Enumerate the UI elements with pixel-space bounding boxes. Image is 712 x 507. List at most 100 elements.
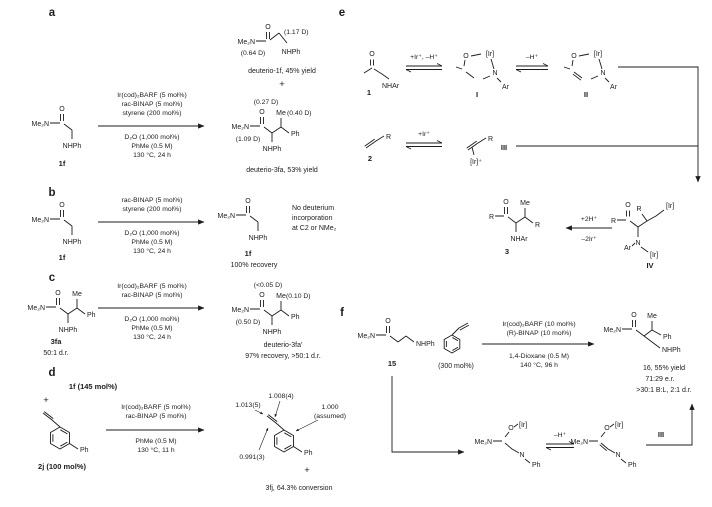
r-label: R [386, 134, 391, 141]
ph-label: Ph [291, 314, 300, 321]
condition-line: PhMe (0.5 M) [131, 239, 172, 246]
structure-intermediate-III: R [Ir]⁺ III [466, 136, 507, 166]
r-label: R [488, 136, 493, 143]
o-label: O [369, 51, 375, 58]
o-label: O [631, 312, 637, 319]
product-caption: 97% recovery, >50:1 d.r. [245, 353, 321, 360]
nme2-label: Me₂N [475, 439, 493, 446]
kie-pointer-arrow [258, 427, 269, 451]
me-label: Me [520, 200, 530, 207]
deuterium-value: (<0.05 D) [254, 282, 283, 289]
condition-line: D₂O (1,000 mol%) [124, 230, 179, 237]
structure-deuterio-3fa: (0.27 D) O Me₂N Me (0.40 D) Ph NHPh (1.0… [232, 99, 318, 174]
equilibrium-label: –H⁺ [526, 54, 539, 61]
structure-3fa-reactant-bonds [46, 298, 86, 323]
nme2-label: Me₂N [238, 39, 256, 46]
intermediate-code: IV [646, 261, 653, 270]
elbow-arrow-to-intermediate [391, 376, 465, 455]
condition-line: rac-BINAP (5 mol%) [121, 197, 182, 204]
o-label: O [55, 290, 61, 297]
nme2-label: Me₂N [571, 439, 589, 446]
condition-line: PhMe (0.5 M) [131, 325, 172, 332]
arrow-label-bottom: –2Ir⁺ [581, 236, 597, 243]
o-label: O [604, 425, 610, 432]
condition-line: styrene (200 mol%) [123, 206, 182, 213]
structure-species-2-bonds [364, 135, 385, 149]
styrene-amount: (300 mol%) [438, 363, 474, 370]
structure-15-bonds [376, 326, 415, 343]
ph-label: Ph [80, 447, 89, 454]
product-caption: 71:29 e.r. [645, 376, 674, 383]
kie-value: 1.008(4) [268, 393, 293, 400]
nme2-label: Me₂N [358, 333, 376, 340]
compound-code: 15 [388, 359, 396, 368]
condition-line: Ir(cod)₂BARF (5 mol%) [117, 283, 186, 290]
nhar-label: NHAr [510, 236, 528, 243]
compound-code: 2j (100 mol%) [38, 462, 86, 471]
compound-code: 1f [59, 159, 66, 168]
kie-value: 0.991(3) [239, 454, 264, 461]
n-label: N [492, 70, 497, 77]
condition-line: 130 °C, 24 h [133, 247, 171, 255]
structure-intermediate-a-bonds [493, 423, 531, 464]
equilibrium-label: +Ir⁺ [418, 131, 430, 138]
recovery-caption: 100% recovery [231, 262, 278, 269]
compound-code: 3fa [51, 337, 63, 346]
reactant-1f-amount: 1f (145 mol%) [69, 382, 118, 391]
panel-f: f O Me₂N NHPh 15 (300 mol%) Ir(cod)₂BARF… [340, 307, 695, 469]
condition-line: PhMe (0.5 M) [131, 143, 172, 150]
condition-line: rac-BINAP (5 mol%) [121, 292, 182, 299]
o-label: O [503, 199, 509, 206]
compound-code: 1f [59, 253, 66, 262]
nme2-label: Me₂N [232, 124, 250, 131]
o-label: O [59, 106, 65, 113]
structure-intermediate-IV: O R N Ar [Ir] R [Ir] IV [611, 202, 674, 270]
equilibrium-arrows [545, 441, 575, 451]
nhar-label: NHAr [382, 83, 400, 90]
me-label: Me [276, 110, 286, 117]
nme2-label: Me₂N [32, 217, 50, 224]
structure-intermediate-a: Me₂N O [Ir] N Ph [475, 422, 541, 469]
structure-1f-reactant: O Me₂N NHPh 1f [32, 106, 82, 168]
note-line: incorporation [292, 215, 333, 222]
r-label: R [489, 214, 494, 221]
structure-intermediate-I: O [Ir] N Ar I [455, 51, 510, 99]
nhph-label: NHPh [662, 347, 681, 354]
condition-line: (R)-BINAP (10 mol%) [507, 330, 572, 337]
structure-styrene: (300 mol%) [438, 322, 474, 370]
n-label: N [519, 452, 524, 459]
structure-1f-recovered-bonds [236, 206, 259, 231]
ir-label: [Ir] [519, 422, 527, 429]
structure-16-bonds [622, 320, 662, 349]
roman-numeral-III: III [658, 430, 664, 439]
product-caption: deuterio-1f, 45% yield [248, 68, 316, 75]
condition-line: 130 °C, 11 h [137, 446, 175, 454]
condition-line: 1,4-Dioxane (0.5 M) [509, 353, 569, 360]
nme2-label: Me₂N [232, 307, 250, 314]
structure-kie-styrene: Ph 1.013(5) 1.008(4) 0.991(3) 1.000 (ass… [235, 393, 346, 461]
n-label: N [615, 452, 620, 459]
intermediate-code: II [584, 90, 588, 99]
me-label: Me [72, 291, 82, 298]
elbow-arrow-to-product [646, 403, 695, 446]
kie-value: 1.013(5) [235, 402, 260, 409]
structure-deuterio-3fa-bonds [250, 117, 290, 142]
ph-label: Ph [532, 462, 541, 469]
equilibrium-label: +Ir⁺, –H⁺ [410, 54, 438, 61]
o-label: O [463, 53, 469, 60]
nhph-label: NHPh [263, 329, 282, 336]
panel-b-label: b [48, 187, 55, 199]
structure-kie-styrene-bonds [266, 414, 303, 453]
structure-intermediate-b: Me₂N O [Ir] N Ph [571, 422, 637, 469]
compound-code: 1 [367, 88, 371, 97]
condition-line: Ir(cod)₂BARF (10 mol%) [502, 321, 575, 328]
r-label: R [611, 218, 616, 225]
nhph-label: NHPh [282, 49, 301, 56]
kie-value: 1.000 [321, 404, 338, 411]
note-line: at C2 or NMe₂ [292, 225, 337, 232]
product-caption: >30:1 B:L, 2:1 d.r. [636, 387, 692, 394]
condition-line: 130 °C, 24 h [133, 333, 171, 341]
kie-pointer-arrow [295, 419, 319, 432]
structure-styrene-bonds [443, 322, 470, 354]
